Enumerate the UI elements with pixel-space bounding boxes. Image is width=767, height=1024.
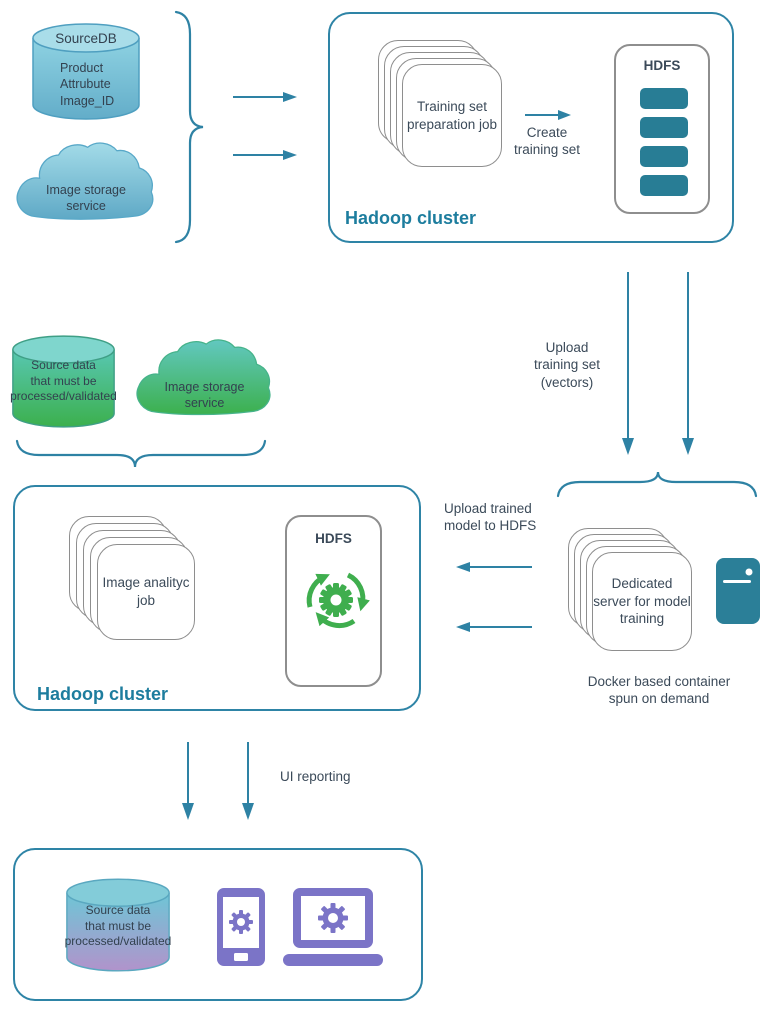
flow-arrow-down-4 [242, 742, 254, 820]
hadoop-cluster-top-box: Training set preparation job Create trai… [328, 12, 734, 243]
training-job-label: Training set preparation job [406, 98, 498, 132]
curly-brace-right [174, 10, 204, 244]
flow-arrow-down-3 [182, 742, 194, 820]
docker-caption: Docker based container spun on demand [587, 674, 731, 707]
ui-reporting-label: UI reporting [280, 769, 351, 784]
flow-arrow-down-2 [682, 272, 694, 455]
flow-arrow-down-1 [622, 272, 634, 455]
docker-card-stack: Dedicated server for model training [562, 522, 722, 682]
bottom-source-cylinder: Source data that must be processed/valid… [64, 875, 172, 976]
curly-brace-over [556, 471, 758, 498]
training-job-card: Training set preparation job [402, 64, 502, 167]
dedicated-server-card: Dedicated server for model training [592, 552, 692, 651]
cloud-label: Image storage service [164, 380, 245, 411]
cloud-icon [136, 339, 271, 416]
upload-training-set-label: Upload training set (vectors) [533, 340, 601, 390]
laptop-gear-icon [283, 888, 383, 966]
hdfs-top-box: HDFS [614, 44, 710, 214]
reporting-box: Source data that must be processed/valid… [13, 848, 423, 1001]
training-job-card-stack: Training set preparation job [364, 26, 529, 181]
hadoop-cluster-title-top: Hadoop cluster [345, 208, 477, 228]
image-analytic-card-stack: Image analityc job [65, 509, 225, 669]
hdfs-label: HDFS [315, 531, 352, 546]
curly-brace-under [15, 439, 267, 468]
flow-arrow-right-2 [233, 150, 297, 160]
database-cylinder-icon [12, 335, 115, 428]
cloud-label: Image storage service [46, 183, 126, 214]
tablet-gear-icon [217, 888, 265, 966]
gear-sync-icon [306, 572, 370, 629]
image-storage-cloud-top: Image storage service [13, 138, 159, 233]
hadoop-cluster-title-mid: Hadoop cluster [37, 684, 169, 704]
upload-model-label: Upload trained model to HDFS [444, 501, 537, 534]
create-training-set-arrow [525, 110, 571, 120]
green-source-cylinder: Source data that must be processed/valid… [10, 332, 117, 432]
flow-arrow-right-1 [233, 92, 297, 102]
server-tower-icon [716, 558, 760, 624]
sourcedb-fields: Product Attrubute Image_ID [60, 61, 115, 108]
bottom-cylinder-label: Source data that must be processed/valid… [64, 903, 172, 949]
dedicated-server-label: Dedicated server for model training [593, 576, 691, 627]
image-analytic-label: Image analityc job [102, 575, 190, 608]
flow-arrow-left-1 [456, 562, 532, 572]
database-cylinder-icon [32, 23, 140, 120]
image-analytic-card: Image analityc job [97, 544, 195, 640]
hdfs-mid-box: HDFS [285, 515, 382, 687]
create-training-set-label: Create training set [513, 125, 581, 158]
hdfs-label: HDFS [643, 58, 681, 73]
image-storage-cloud-green: Image storage service [133, 333, 276, 430]
cloud-icon [16, 142, 154, 220]
database-cylinder-icon [66, 878, 170, 972]
flow-arrow-left-2 [456, 622, 532, 632]
hadoop-cluster-mid-box: Image analityc job HDFS [13, 485, 421, 711]
sourcedb-title: SourceDB [55, 31, 117, 46]
green-cylinder-label: Source data that must be processed/valid… [10, 358, 117, 404]
sourcedb-cylinder: SourceDB Product Attrubute Image_ID [30, 22, 142, 122]
